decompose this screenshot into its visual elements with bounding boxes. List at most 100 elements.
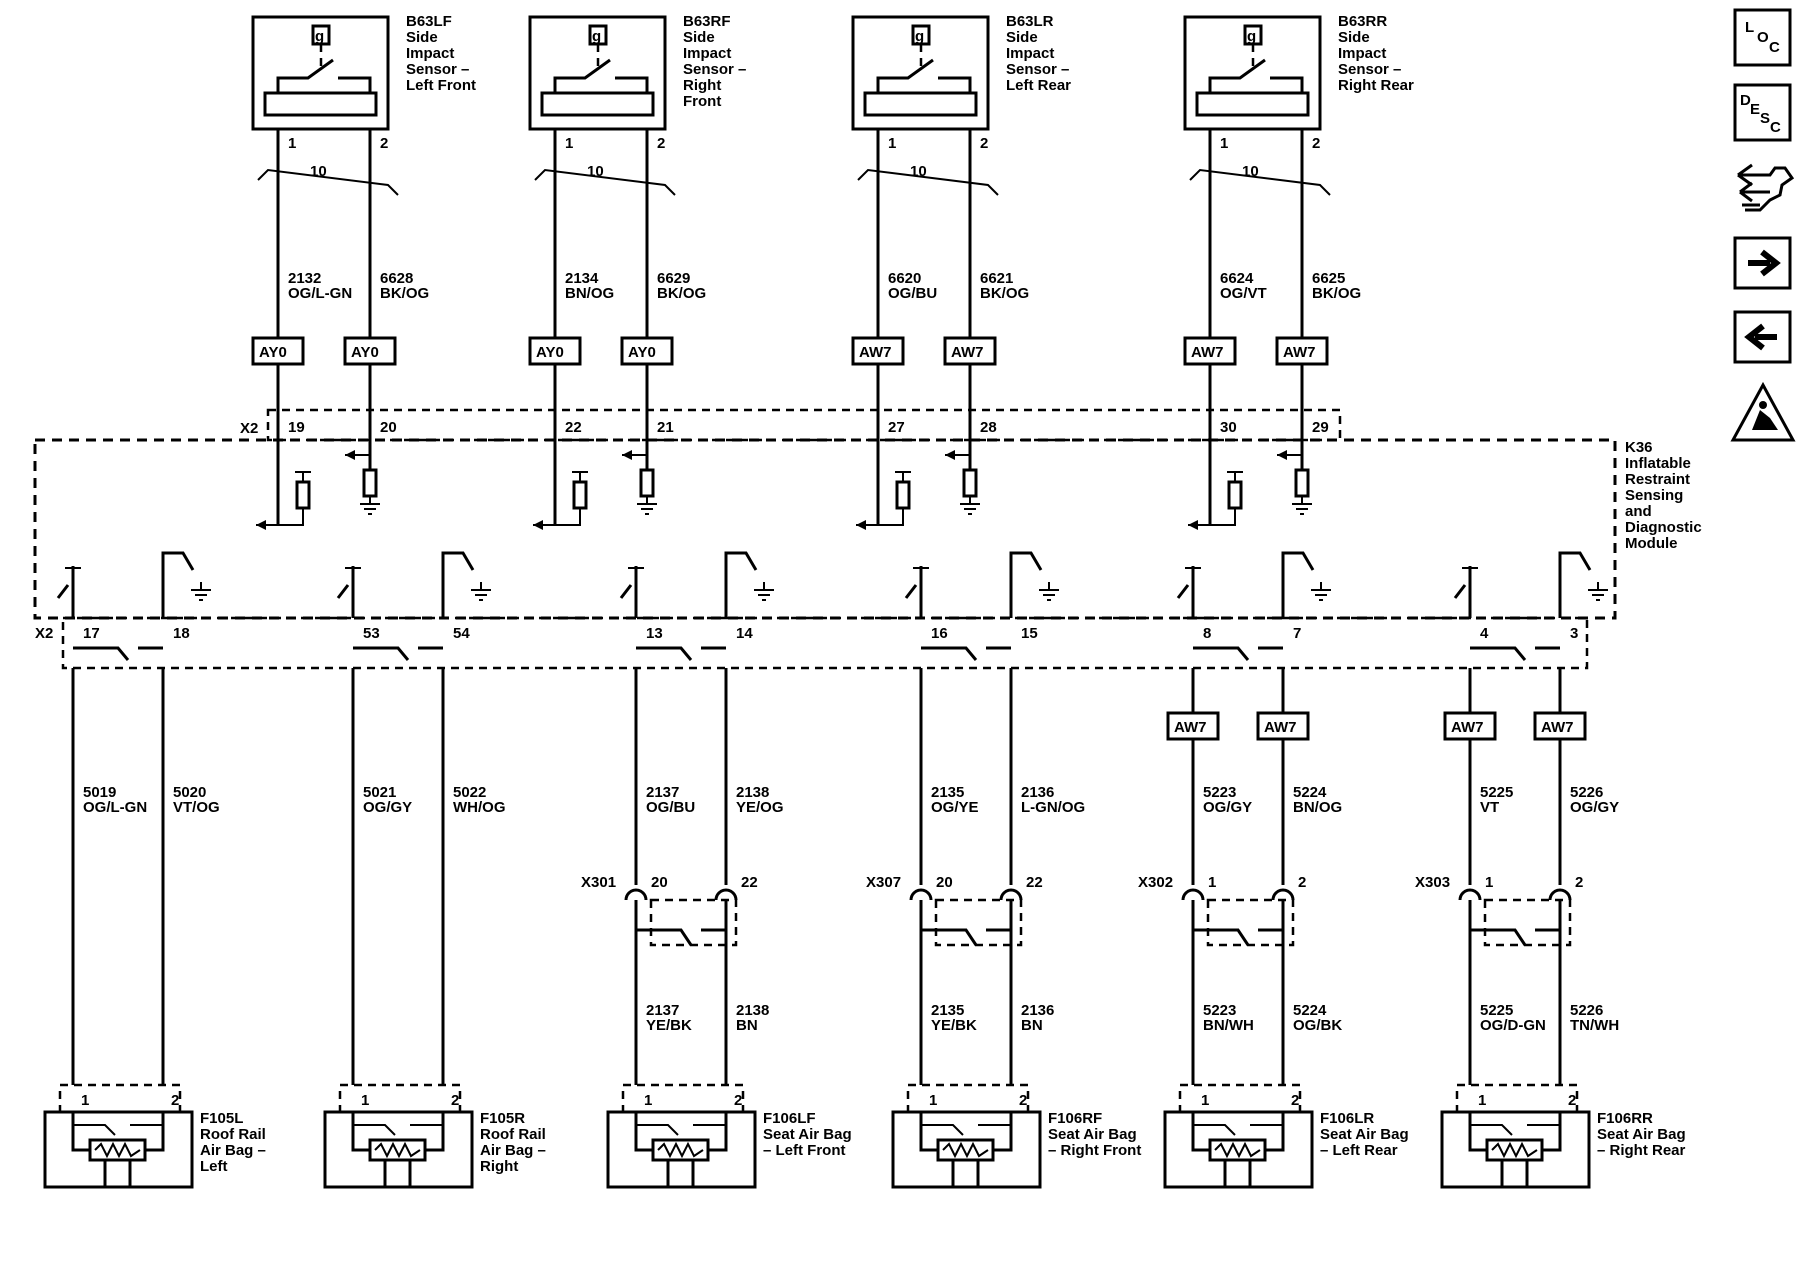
bias-leg-a: [555, 508, 581, 526]
bias-supply-a: [895, 471, 911, 482]
next-page-icon[interactable]: [1733, 236, 1792, 290]
x2-pin-a: 13: [646, 625, 663, 642]
inline-pin-b: 22: [741, 874, 758, 891]
wire-b-color: L-GN/OG: [1021, 799, 1085, 816]
x2-pin-a: 17: [83, 625, 100, 642]
wire-b-circuit: 6621: [980, 270, 1013, 287]
sense-arrow-a: [856, 520, 866, 530]
sensor-desc-line: Front: [683, 93, 721, 110]
low-wire-b-color: OG/BK: [1293, 1017, 1342, 1034]
sensor-desc-line: Sensor –: [406, 61, 469, 78]
squib-high-switch: [619, 566, 638, 618]
x2-pin-a: 27: [888, 419, 905, 436]
inline-wires: [1468, 900, 1562, 1085]
airbag-pin-a: 1: [1201, 1092, 1209, 1109]
airbag-desc-line: Seat Air Bag: [1597, 1126, 1686, 1143]
wire-b-circuit: 5226: [1570, 784, 1603, 801]
previous-page-icon[interactable]: [1733, 310, 1792, 364]
inline-shorting-bar: [1470, 928, 1560, 946]
low-wire-a-circuit: 5223: [1203, 1002, 1236, 1019]
wire-b-circuit: 6629: [657, 270, 690, 287]
shorting-bar: [636, 646, 726, 661]
x2-pin-b: 28: [980, 419, 997, 436]
desc-letter-1: D: [1740, 92, 1751, 109]
airbag-connector-outline: [906, 1083, 1030, 1114]
bias-resistor-b: [639, 468, 655, 498]
squib-element: [1208, 1138, 1267, 1162]
airbag-desc-line: – Right Rear: [1597, 1142, 1686, 1159]
x2-pin-b: 21: [657, 419, 674, 436]
airbag-shorting-bar: [1470, 1124, 1560, 1136]
airbag-shorting-bar: [1193, 1124, 1283, 1136]
wire-a-circuit: 5019: [83, 784, 116, 801]
squib-resistor: [94, 1141, 141, 1159]
x2-pin-b: 14: [736, 625, 753, 642]
inline-shorting-bar: [1193, 928, 1283, 946]
airbag-body: [43, 1110, 194, 1189]
connector-b-label: AY0: [628, 344, 656, 361]
desc-letter-3: S: [1760, 110, 1770, 127]
connector-a-label: AY0: [536, 344, 564, 361]
module-boundary-k36: [33, 438, 1617, 620]
bias-resistor-a: [1227, 480, 1243, 510]
wire-b-color: VT/OG: [173, 799, 220, 816]
sensor-desc-line: Impact: [683, 45, 731, 62]
twisted-pair-marker: [857, 168, 999, 196]
wire-b-color: BK/OG: [657, 285, 706, 302]
airbag-pin-b: 2: [451, 1092, 459, 1109]
low-wire-a-color: OG/D-GN: [1480, 1017, 1546, 1034]
wire-a-circuit: 6620: [888, 270, 921, 287]
airbag-shorting-bar: [353, 1124, 443, 1136]
shorting-bar: [73, 646, 163, 661]
squib-resistor: [1491, 1141, 1538, 1159]
squib-resistor: [657, 1141, 704, 1159]
airbag-desc-line: Right: [480, 1158, 518, 1175]
wire-a-color: OG/BU: [646, 799, 695, 816]
inline-wires: [919, 900, 1013, 1085]
sensor-element: [263, 91, 378, 117]
x2-pin-b: 18: [173, 625, 190, 642]
sensor-pin-b: 2: [1312, 135, 1320, 152]
sensor-switch: [876, 58, 972, 93]
twist-label: 10: [310, 163, 327, 180]
wire-a-color: OG/VT: [1220, 285, 1267, 302]
desc-button[interactable]: D E S C: [1733, 83, 1792, 142]
bias-resistor-a: [572, 480, 588, 510]
sense-arrow-a: [533, 520, 543, 530]
airbag-id: F106RF: [1048, 1110, 1102, 1127]
x2-pin-a: 22: [565, 419, 582, 436]
desc-letter-4: C: [1770, 119, 1781, 136]
low-wire-a-circuit: 5225: [1480, 1002, 1513, 1019]
inline-terminals: [624, 888, 738, 901]
wire-a-color: OG/GY: [1203, 799, 1252, 816]
esd-warning-icon: [1730, 381, 1796, 442]
low-wire-b-color: BN: [736, 1017, 758, 1034]
bias-supply-a: [1227, 471, 1243, 482]
module-desc-3: Sensing: [1625, 487, 1683, 504]
low-wire-a-circuit: 2135: [931, 1002, 964, 1019]
sensor-id: B63LR: [1006, 13, 1054, 30]
wire-b-circuit: 5022: [453, 784, 486, 801]
x2-pin-b: 20: [380, 419, 397, 436]
x2-pin-a: 19: [288, 419, 305, 436]
module-desc-2: Restraint: [1625, 471, 1690, 488]
wire-a-color: OG/YE: [931, 799, 979, 816]
sensor-g-text: g: [592, 28, 601, 45]
wire-a-color: OG/GY: [363, 799, 412, 816]
sense-arrow-b: [1277, 450, 1287, 460]
module-desc-5: Diagnostic: [1625, 519, 1702, 536]
wire-a-color: BN/OG: [565, 285, 614, 302]
connector-b-label: AW7: [1541, 719, 1574, 736]
loc-button[interactable]: L O C: [1733, 8, 1792, 67]
sensor-desc-line: Side: [1006, 29, 1038, 46]
squib-element: [651, 1138, 710, 1162]
wire-a-circuit: 2135: [931, 784, 964, 801]
airbag-pin-a: 1: [929, 1092, 937, 1109]
loc-letter-2: O: [1757, 29, 1769, 46]
sensor-pin-a: 1: [565, 135, 573, 152]
squib-low-switch: [724, 551, 758, 618]
connector-view-icon[interactable]: [1737, 163, 1795, 212]
sensor-pin-a: 1: [1220, 135, 1228, 152]
